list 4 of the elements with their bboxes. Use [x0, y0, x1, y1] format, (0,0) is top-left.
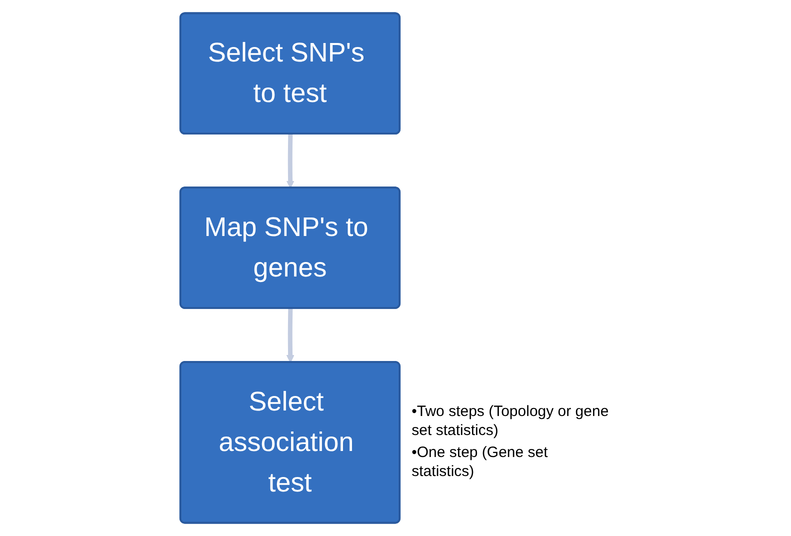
arrow — [286, 134, 294, 188]
arrow — [286, 308, 294, 363]
bullet-note: •One step (Gene set statistics) — [412, 444, 549, 482]
bullet-note: •Two steps (Topology or gene set statistics) — [412, 402, 610, 440]
